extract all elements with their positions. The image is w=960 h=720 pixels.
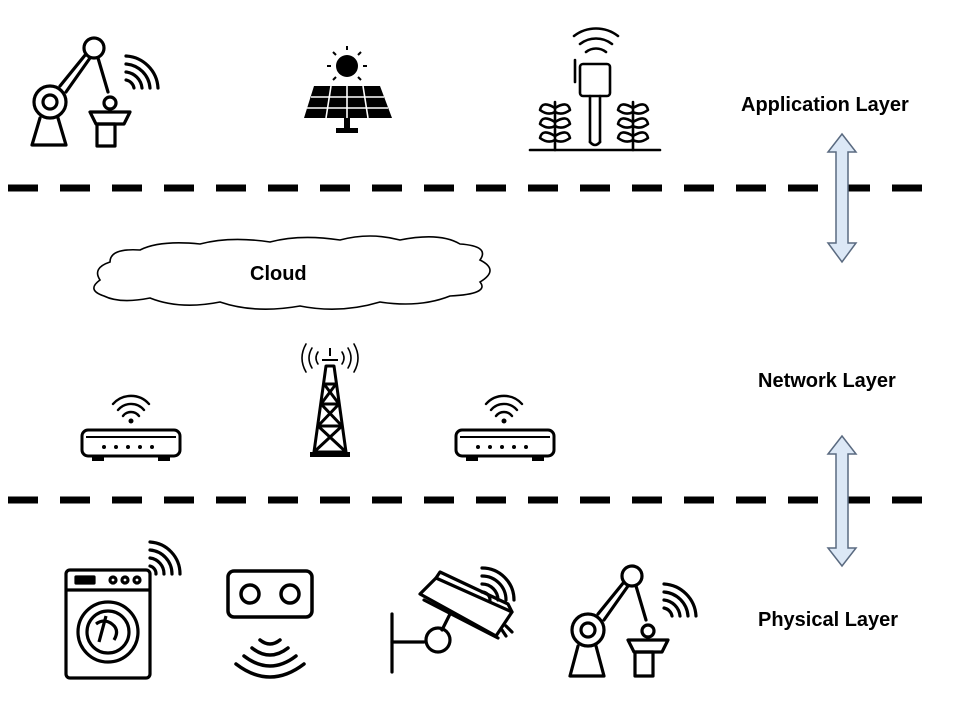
network-layer-label: Network Layer	[758, 370, 896, 392]
wifi-icon	[148, 540, 182, 576]
router-icon	[80, 394, 182, 461]
robot-arm-icon	[30, 36, 132, 148]
solar-panel-icon	[304, 46, 392, 133]
security-camera-icon	[390, 570, 514, 674]
wifi-icon	[480, 566, 516, 602]
robot-arm-icon	[568, 564, 670, 678]
plant-sensor-icon	[528, 27, 662, 152]
proximity-sensor-icon	[226, 569, 314, 679]
physical-layer-label: Physical Layer	[758, 609, 899, 631]
wifi-icon	[662, 582, 698, 618]
application-layer-label: Application Layer	[741, 94, 909, 116]
cell-tower-icon	[301, 343, 359, 457]
double-arrow-upper	[826, 132, 858, 264]
cloud-shape	[93, 235, 491, 310]
cloud-label: Cloud	[250, 263, 307, 285]
wifi-icon	[124, 54, 160, 90]
washing-machine-icon	[64, 568, 152, 680]
router-icon	[454, 394, 556, 461]
double-arrow-lower	[826, 434, 858, 568]
